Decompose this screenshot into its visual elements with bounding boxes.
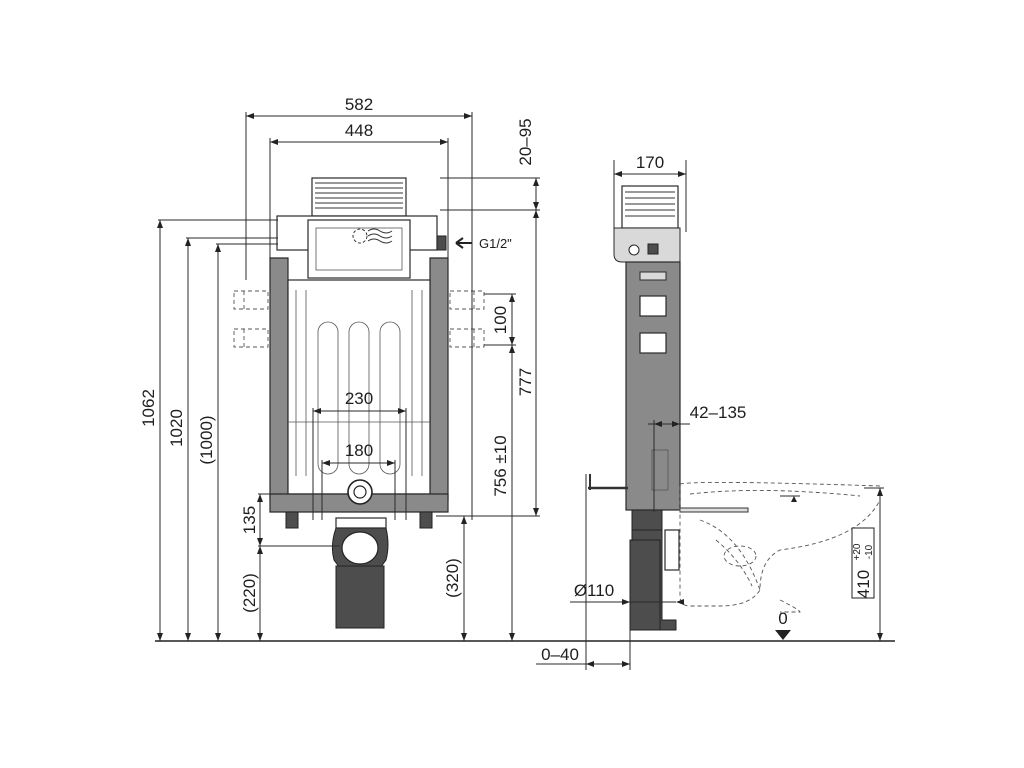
dim-drain-offset: (320)	[443, 558, 462, 598]
dim-lines-front	[245, 112, 473, 520]
side-grille	[621, 185, 679, 229]
dim-side-lines	[536, 160, 884, 670]
grille-slats	[315, 182, 403, 209]
dim-bolt-inner: 180	[345, 441, 373, 460]
dim-arrows-right	[461, 178, 539, 641]
wc-bowl-outline	[679, 481, 881, 613]
water-flow-icon	[367, 228, 393, 244]
dim-frame-to-bolts: 777	[516, 368, 535, 396]
seat-height-box	[851, 527, 875, 599]
connection-label: G1/2"	[479, 236, 512, 251]
frame-foot-right	[419, 511, 433, 529]
dim-arrows-front	[246, 113, 472, 466]
side-head	[613, 227, 681, 263]
dim-bolt-vertical: 100	[491, 306, 510, 334]
dim-flush-adjust: 20–95	[516, 118, 535, 165]
dim-depth: 170	[636, 153, 664, 172]
seat-height-value: 410	[854, 570, 873, 598]
seat-height-tol-plus: +20	[852, 543, 863, 560]
dim-drain-height: (220)	[240, 573, 259, 613]
cistern-grille	[311, 177, 407, 217]
side-grille-slats	[625, 191, 675, 217]
drain-bend-collar	[335, 517, 387, 529]
side-label-1	[639, 271, 667, 281]
frame-right-rail	[429, 257, 449, 501]
valve-circle	[352, 228, 368, 244]
dim-arrows-left	[157, 220, 263, 641]
dim-bolt-height: 756 ±10	[491, 435, 510, 496]
cistern-window-inner	[315, 227, 403, 271]
side-drain-collar	[631, 509, 663, 531]
dim-foot-height: 135	[240, 506, 259, 534]
cistern-tank	[287, 279, 431, 495]
floor-level-icon	[775, 630, 791, 640]
frame-left-rail	[269, 257, 289, 501]
dim-width-outer: 582	[345, 95, 373, 114]
drain-pipe	[335, 565, 385, 629]
frame-foot-left	[285, 511, 299, 529]
side-clamp	[664, 529, 680, 571]
dim-height-frame: 1020	[167, 409, 186, 447]
mounting-brackets	[233, 290, 485, 348]
front-view: G1/2"	[139, 95, 540, 641]
side-window-2	[639, 332, 667, 354]
side-view: 170 42–135 Ø110 0–40 0 410 +20 -10	[536, 153, 884, 670]
dim-width-inner: 448	[345, 121, 373, 140]
drain-bend-opening	[341, 531, 379, 565]
side-valve-block	[647, 243, 659, 255]
side-rod-right	[679, 507, 749, 513]
side-panel	[651, 449, 669, 491]
inlet-fitting	[436, 235, 447, 251]
side-drain-pipe	[629, 539, 661, 631]
dim-height-total: 1062	[139, 389, 158, 427]
inlet-arrow	[455, 237, 472, 249]
dim-height-nominal: (1000)	[197, 415, 216, 464]
dim-wall-distance: 42–135	[690, 403, 747, 422]
dim-drain-diameter: Ø110	[574, 581, 614, 600]
side-valve	[628, 244, 640, 256]
drain-ring-inner	[353, 485, 367, 499]
dim-vertical-left	[158, 219, 340, 641]
seat-height-tol-minus: -10	[864, 544, 875, 559]
dim-side-arrows	[586, 171, 883, 667]
floor-level-label: 0	[778, 609, 787, 628]
side-window-1	[639, 295, 667, 317]
dim-floor-gap: 0–40	[541, 645, 579, 664]
dim-bolt-outer: 230	[345, 389, 373, 408]
